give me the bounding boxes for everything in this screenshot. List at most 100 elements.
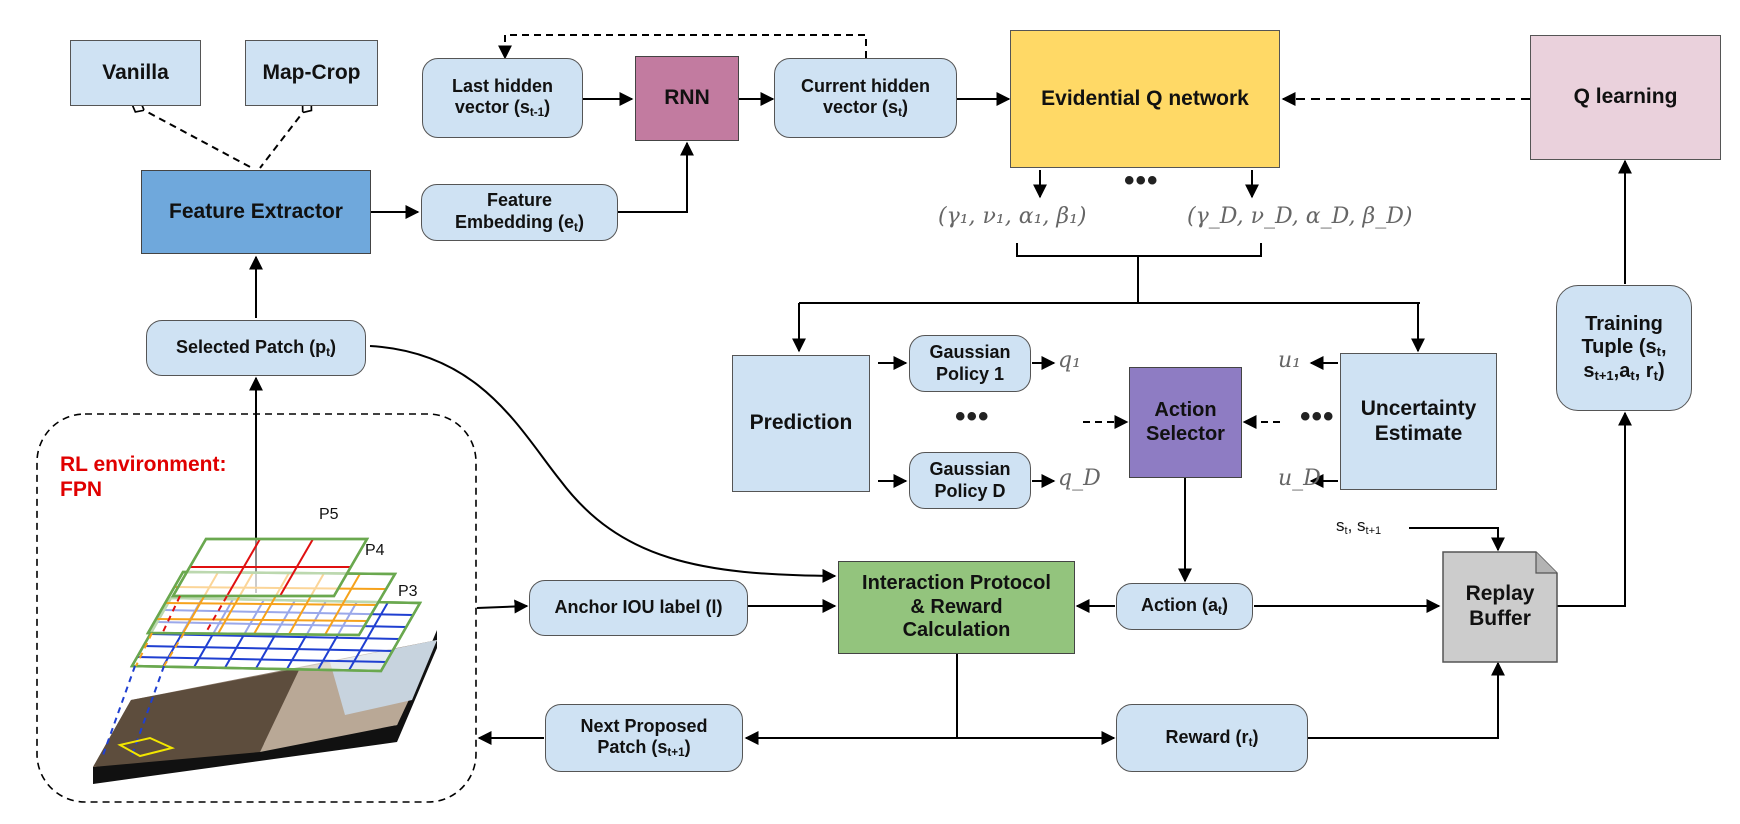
- params-d-label: (γ_D, ν_D, α_D, β_D): [1187, 204, 1413, 229]
- image-slab-shade: [93, 668, 300, 767]
- training-tuple-sub-rt: t: [1653, 367, 1658, 383]
- q-output-ellipsis: •••: [1124, 164, 1159, 197]
- evidential-q-network-node: Evidential Q network: [1010, 30, 1280, 168]
- states-to-replay-arrow: [1409, 527, 1505, 552]
- selected-patch-close: ): [329, 336, 336, 357]
- replay-line2: Buffer: [1469, 607, 1531, 630]
- training-tuple-line1: Training: [1585, 312, 1663, 335]
- current-hidden-line1: Current hidden: [801, 75, 930, 96]
- vanilla-to-extractor-link: [138, 107, 253, 169]
- last-hidden-line2: vector (s: [454, 97, 530, 118]
- action-selector-line1: Action: [1154, 398, 1217, 421]
- training-tuple-line2a: Tuple (s: [1581, 336, 1657, 359]
- feature-embedding-sub: t: [574, 220, 578, 234]
- training-tuple-sub-at: t: [1630, 367, 1635, 383]
- interaction-line3: Calculation: [902, 619, 1011, 642]
- action-sub: t: [1218, 604, 1222, 618]
- interaction-line2: & Reward: [910, 595, 1003, 618]
- action-close: ): [1221, 595, 1228, 616]
- next-patch-close: ): [684, 737, 691, 758]
- replay-line1: Replay: [1465, 582, 1535, 606]
- action-node: Action (at): [1116, 583, 1253, 630]
- ud-label: u_D: [1278, 466, 1321, 491]
- fpn-level-label-p5: P5: [319, 506, 339, 523]
- feature-embedding-line2: Embedding (e: [455, 211, 575, 232]
- rl-environment-title-line1: RL environment:: [60, 453, 227, 476]
- next-patch-line2: Patch (s: [597, 737, 668, 758]
- training-tuple-line3d: ): [1657, 359, 1665, 382]
- recurrent-feedback-arrow: [498, 34, 867, 60]
- reward-to-replay-arrow: [1308, 661, 1505, 739]
- reward-sub: t: [1248, 735, 1253, 749]
- rl-environment-title-line2: FPN: [60, 477, 102, 501]
- qd-label: q_D: [1058, 466, 1101, 491]
- states-sub2: t+1: [1365, 525, 1382, 537]
- last-hidden-sub: t-1: [529, 106, 545, 120]
- selected-patch-node: Selected Patch (pt): [146, 320, 366, 376]
- fpn-level-label-p4: P4: [365, 542, 385, 559]
- training-tuple-sub-t1: t+1: [1594, 367, 1614, 383]
- gaussian-policy-d-line2: Policy D: [934, 480, 1006, 501]
- gaussian-policy-1-line1: Gaussian: [929, 342, 1011, 363]
- fpn-level-label-p3: P3: [398, 583, 418, 600]
- training-tuple-line3a: s: [1583, 359, 1595, 382]
- rl-environment-region: [36, 413, 477, 803]
- u1-label: u₁: [1278, 348, 1301, 373]
- current-hidden-close: ): [901, 97, 908, 118]
- next-patch-line1: Next Proposed: [580, 715, 708, 736]
- last-hidden-line1: Last hidden: [451, 75, 553, 96]
- states-s: s: [1336, 516, 1345, 535]
- gaussian-policy-d-line1: Gaussian: [929, 459, 1011, 480]
- uncertainty-line1: Uncertainty: [1360, 396, 1477, 420]
- output-brace: [1016, 243, 1262, 303]
- training-tuple-line2b: ,: [1660, 336, 1667, 359]
- vanilla-node: Vanilla: [70, 40, 201, 106]
- image-slab-side: [93, 630, 437, 784]
- current-hidden-line2: vector (s: [823, 97, 899, 118]
- rl-environment-title: RL environment: FPN: [60, 453, 226, 503]
- current-hidden-sub: t: [898, 106, 902, 120]
- replay-to-tuple-arrow: [1555, 411, 1632, 607]
- map-crop-node: Map-Crop: [245, 40, 378, 106]
- reward-node: Reward (rt): [1116, 704, 1308, 772]
- mapcrop-to-extractor-link: [259, 107, 307, 169]
- patch-to-protocol-curve: [369, 345, 837, 583]
- selected-patch-text: Selected Patch (p: [176, 336, 327, 357]
- feature-embedding-line1: Feature: [486, 190, 552, 211]
- q-learning-node: Q learning: [1530, 35, 1721, 160]
- reward-close: ): [1252, 726, 1259, 747]
- last-hidden-close: ): [544, 97, 551, 118]
- next-patch-sub: t+1: [667, 746, 685, 760]
- training-tuple-sub-t: t: [1656, 344, 1661, 360]
- feature-extractor-node: Feature Extractor: [141, 170, 371, 254]
- action-text: Action (a: [1141, 595, 1219, 616]
- reward-text: Reward (r: [1165, 726, 1249, 747]
- replay-buffer-shape: [1442, 551, 1558, 663]
- q1-label: q₁: [1058, 348, 1081, 373]
- params-1-label: (γ₁, ν₁, α₁, β₁): [938, 204, 1087, 229]
- gaussian-policy-1-line2: Policy 1: [935, 363, 1005, 384]
- selected-patch-sub: t: [326, 345, 330, 359]
- feature-embedding-close: ): [577, 211, 584, 232]
- prediction-node: Prediction: [732, 355, 870, 492]
- embedding-to-rnn-arrow: [618, 141, 694, 213]
- fpn-illustration: [93, 537, 437, 784]
- env-to-anchor-arrow: [476, 599, 529, 614]
- policy-ellipsis: •••: [955, 400, 990, 433]
- training-tuple-line3c: , r: [1634, 359, 1654, 382]
- anchor-iou-label-node: Anchor IOU label (l): [529, 580, 748, 636]
- training-tuple-line3b: ,a: [1613, 359, 1631, 382]
- uncertainty-line2: Estimate: [1374, 421, 1463, 445]
